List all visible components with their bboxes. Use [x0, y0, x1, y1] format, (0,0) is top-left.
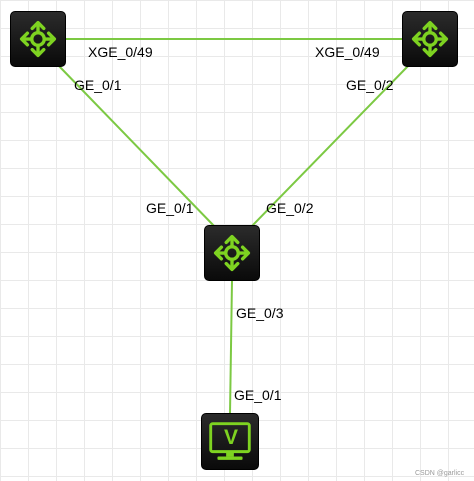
switch-top-left[interactable]: [10, 11, 66, 67]
vpc-screen-letter: V: [223, 426, 238, 449]
port-label-right-ge02: GE_0/2: [346, 77, 394, 93]
link-center-pc: [229, 279, 233, 415]
switch-center[interactable]: [204, 225, 260, 281]
link-right-center: [249, 64, 410, 229]
port-label-pc-ge01: GE_0/1: [234, 387, 282, 403]
switch-top-right[interactable]: [402, 11, 458, 67]
monitor-icon: [209, 422, 251, 460]
router-arrows-icon: [411, 20, 449, 58]
port-label-center-ge02: GE_0/2: [266, 200, 314, 216]
port-label-center-ge03: GE_0/3: [236, 305, 284, 321]
port-label-right-xge: XGE_0/49: [315, 44, 380, 60]
router-arrows-icon: [213, 234, 251, 272]
watermark: CSDN @garlicc: [415, 470, 465, 477]
router-arrows-icon: [19, 20, 57, 58]
link-left-center: [57, 64, 217, 229]
vpc-node[interactable]: V: [201, 413, 259, 470]
port-label-left-ge01: GE_0/1: [74, 77, 122, 93]
port-label-left-xge: XGE_0/49: [88, 44, 153, 60]
port-label-center-ge01: GE_0/1: [146, 200, 194, 216]
